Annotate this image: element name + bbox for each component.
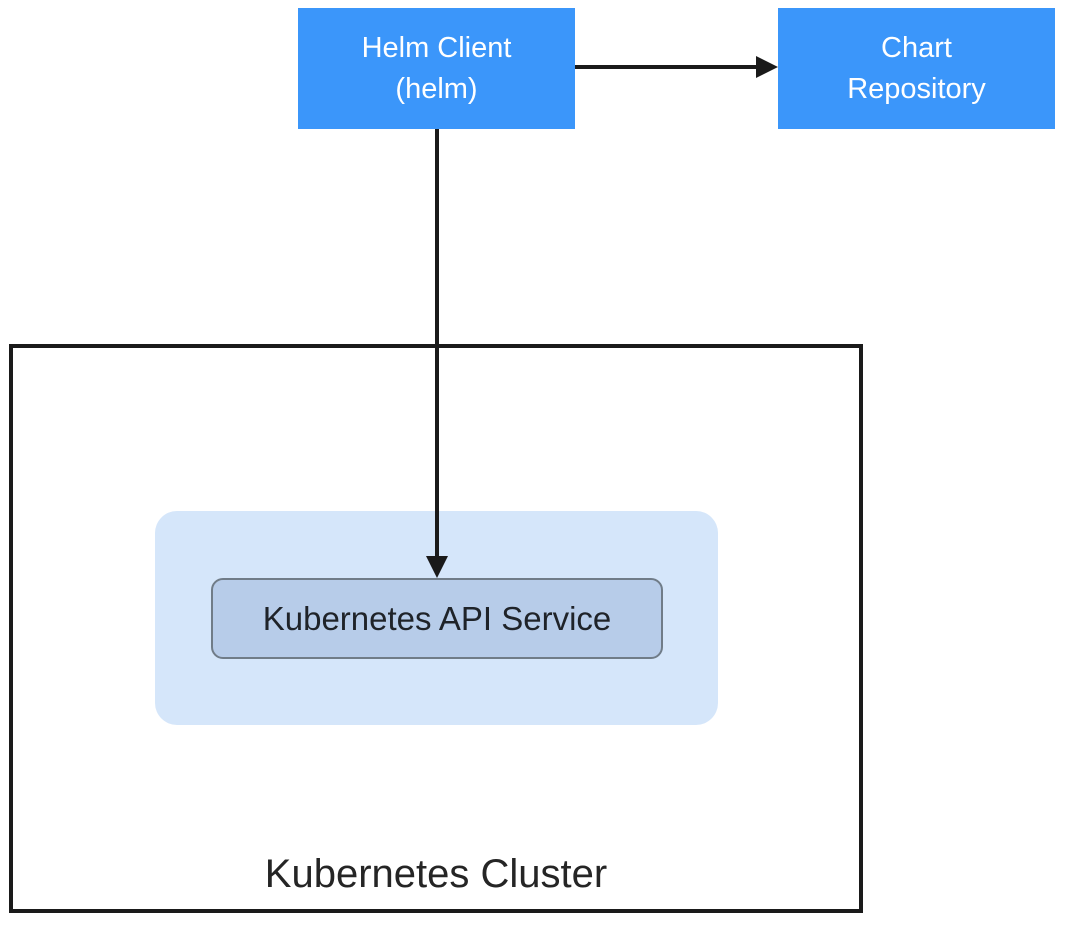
arrow-helm-to-chart-repository-head	[756, 56, 778, 78]
chart-repository-label: Chart Repository	[847, 32, 986, 105]
kubernetes-api-service-node: Kubernetes API Service	[211, 578, 663, 659]
arrow-helm-to-api-service-head	[426, 556, 448, 578]
kubernetes-api-service-label: Kubernetes API Service	[262, 599, 612, 637]
helm-client-node: Helm Client (helm)	[298, 8, 575, 129]
arrow-helm-to-api-service-line	[435, 129, 439, 559]
kubernetes-cluster-label-row: Kubernetes Cluster	[9, 848, 863, 900]
chart-repository-node: Chart Repository	[778, 8, 1055, 129]
kubernetes-cluster-label: Kubernetes Cluster	[264, 851, 608, 896]
arrow-helm-to-chart-repository-line	[575, 65, 758, 69]
helm-client-label: Helm Client (helm)	[361, 32, 512, 105]
